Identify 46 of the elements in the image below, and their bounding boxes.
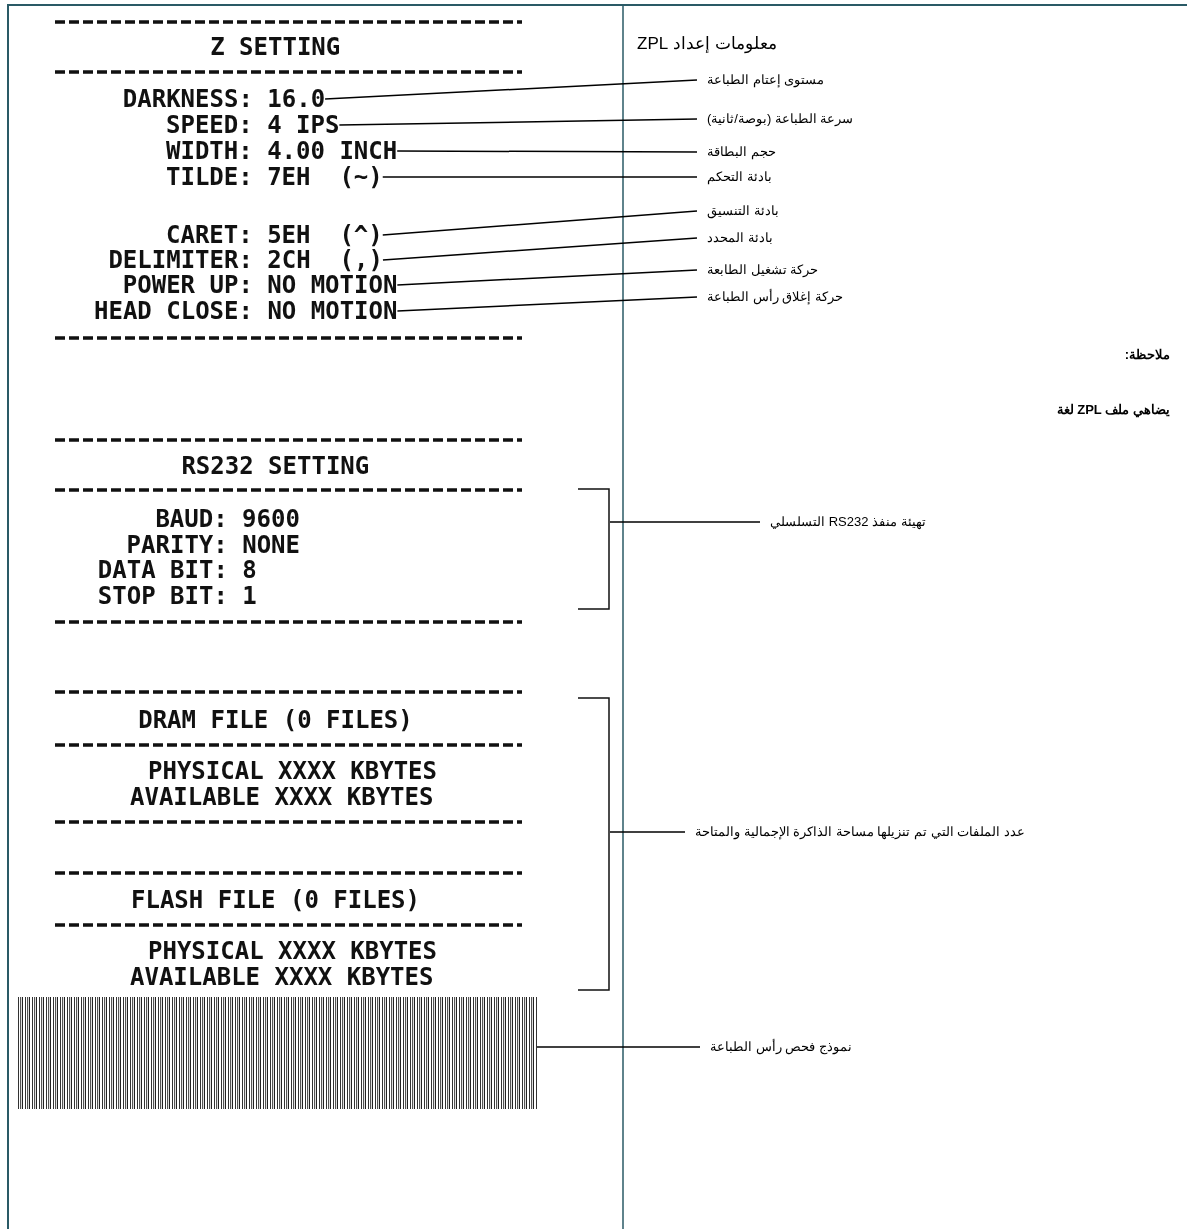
printout-row: WIDTH: 4.00 INCH — [166, 140, 398, 162]
test-pattern-picture — [18, 997, 537, 1109]
note-text: ملاحظة: — [1124, 347, 1170, 363]
leader-line — [609, 831, 686, 833]
printout-row: AVAILABLE XXXX KBYTES — [130, 966, 434, 988]
callout-label: نموذج فحص رأس الطباعة — [710, 1039, 852, 1055]
printout-row: BAUD: 9600 — [155, 508, 300, 530]
printout-row: SPEED: 4 IPS — [166, 114, 340, 136]
callout-label: بادئة التحكم — [707, 169, 772, 185]
leader-line — [396, 296, 698, 312]
printout-row: DATA BIT: 8 — [97, 559, 257, 581]
printout-row: PARITY: NONE — [126, 534, 300, 556]
printout-row: FLASH FILE (0 FILES) — [131, 889, 420, 911]
printout-row: CARET: 5EH (^) — [166, 224, 383, 246]
callout-label: سرعة الطباعة (بوصة/ثانية) — [707, 111, 854, 127]
callout-label: حركة إغلاق رأس الطباعة — [707, 289, 843, 305]
leader-line — [382, 176, 698, 178]
callout-label: حركة تشغيل الطابعة — [707, 262, 819, 278]
callout-label: حجم البطاقة — [707, 144, 776, 160]
leader-line — [536, 1046, 701, 1048]
note-text: يضاهي ملف ZPL لغة — [1056, 402, 1170, 418]
leader-line — [382, 237, 698, 261]
printout-row: POWER UP: NO MOTION — [122, 274, 398, 296]
leader-line — [396, 269, 698, 286]
printout-row: PHYSICAL XXXX KBYTES — [148, 760, 437, 782]
leader-line — [338, 118, 698, 126]
callout-label: مستوى إعتام الطباعة — [707, 72, 825, 88]
printout-row: AVAILABLE XXXX KBYTES — [130, 786, 434, 808]
leader-line — [396, 150, 698, 153]
leader-line — [324, 79, 698, 100]
callout-label: عدد الملفات التي تم تنزيلها مساحة الذاكرة الإجمالية والمتاحة — [695, 824, 1025, 840]
section-heading: Z SETTING — [210, 36, 341, 58]
callout-label: بادئة المحدد — [707, 230, 773, 246]
leader-line — [382, 210, 698, 236]
callout-label: تهيئة منفذ RS232 التسلسلي — [770, 514, 926, 530]
printout-row: DARKNESS: 16.0 — [122, 88, 326, 110]
callout-label: بادئة التنسيق — [707, 203, 779, 219]
title: معلومات إعداد ZPL — [637, 34, 777, 54]
printout-row: DRAM FILE (0 FILES) — [138, 709, 413, 731]
section-heading: RS232 SETTING — [181, 455, 370, 477]
printout-row: TILDE: 7EH (~) — [166, 166, 383, 188]
leader-line — [609, 521, 761, 523]
printout-row: PHYSICAL XXXX KBYTES — [148, 940, 437, 962]
printout-row: STOP BIT: 1 — [97, 585, 257, 607]
printout-row: DELIMITER: 2CH (,) — [108, 249, 383, 271]
printout-row: HEAD CLOSE: NO MOTION — [94, 300, 398, 322]
